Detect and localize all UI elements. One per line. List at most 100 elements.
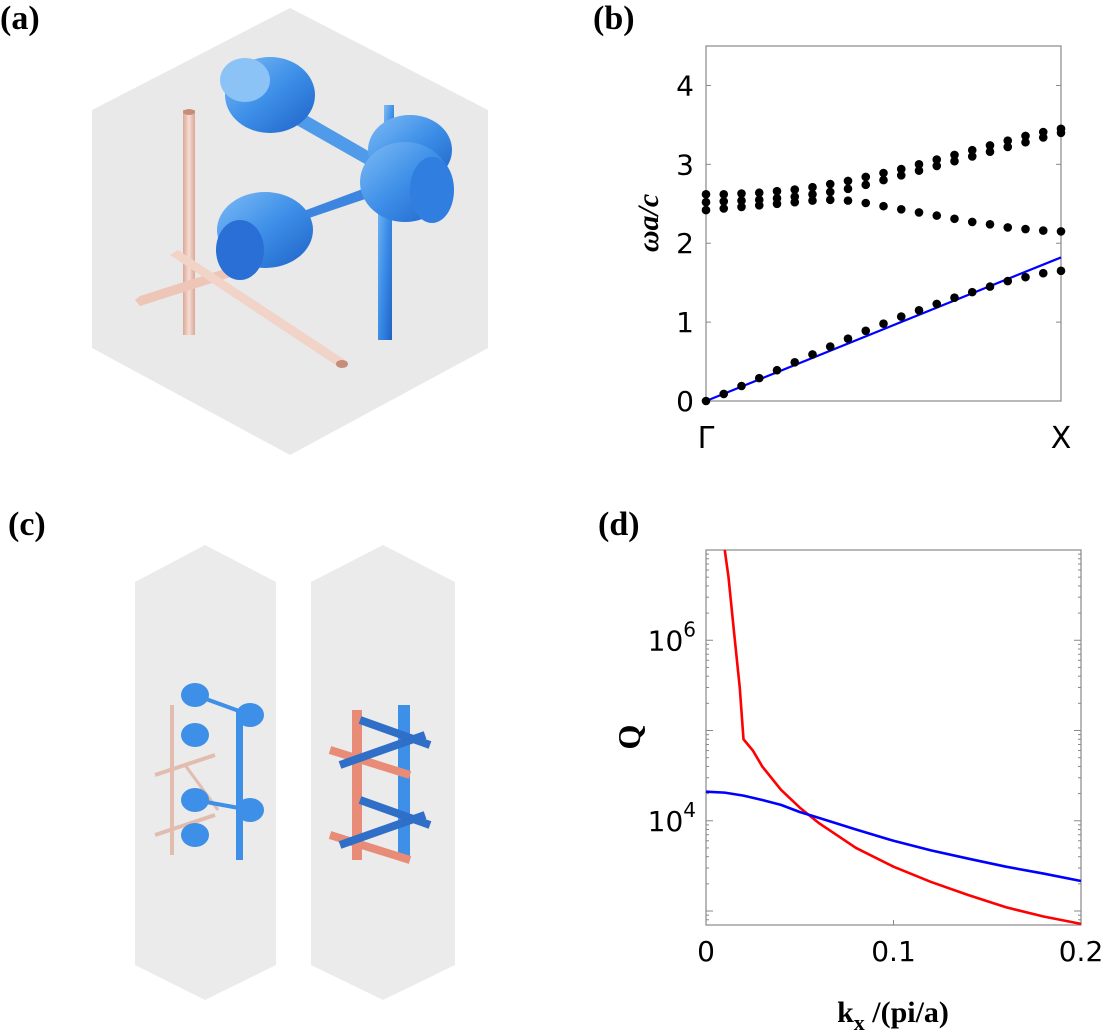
y-tick-label: 104 — [648, 798, 696, 838]
red-q-curve — [723, 549, 1082, 926]
band-4-point — [825, 179, 835, 189]
band-1-point — [772, 365, 782, 375]
band-3-point — [879, 175, 888, 185]
blue-resonator-structure — [216, 57, 454, 340]
band-3-point — [737, 196, 746, 205]
band-2-point — [861, 198, 871, 208]
band-2-point — [985, 219, 995, 229]
right-supercell-structure — [328, 705, 432, 864]
band-3-point — [1021, 137, 1030, 147]
x-tick-label: 0.2 — [1059, 935, 1104, 968]
light-line — [705, 256, 1062, 403]
band-4-point — [1038, 127, 1048, 137]
y-tick-label: 3 — [676, 148, 694, 181]
band-4-point — [843, 176, 853, 186]
band-1-point — [737, 381, 746, 391]
band-1-point — [861, 326, 871, 336]
band-2-point — [843, 196, 853, 205]
band-1-point — [932, 299, 942, 309]
band-1-point — [879, 319, 888, 328]
band-1-point — [950, 293, 959, 302]
band-4-point — [754, 188, 764, 198]
band-1-point — [825, 342, 835, 351]
band-3-point — [825, 187, 835, 197]
band-1-point — [701, 396, 711, 406]
panel-label-b: (b) — [593, 0, 635, 37]
y-tick-label: 0 — [676, 385, 694, 418]
band-3-point — [950, 156, 959, 166]
band-1-point — [790, 358, 800, 367]
x-tick-label-gamma: Γ — [698, 421, 715, 456]
band-4-point — [790, 185, 800, 194]
band-4-point — [701, 190, 711, 199]
band-4-point — [967, 145, 977, 155]
band-2-point — [950, 214, 959, 224]
band-1-point — [1038, 268, 1048, 278]
band-4-point — [950, 150, 959, 160]
panel-label-d: (d) — [598, 506, 640, 543]
band-4-point — [932, 155, 942, 164]
band-4-point — [808, 182, 817, 192]
band-2-point — [967, 217, 977, 227]
band-2-point — [737, 202, 746, 212]
band-3-point — [985, 147, 995, 157]
y-tick-label: 106 — [648, 617, 696, 657]
y-axis-label: ωa/c — [632, 194, 665, 252]
panel-label-c: (c) — [8, 506, 46, 543]
band-2-point — [719, 204, 729, 213]
y-tick-label: 4 — [676, 69, 694, 102]
band-2-point — [879, 201, 888, 211]
band-3-point — [701, 197, 711, 207]
right-supercell-box — [311, 545, 455, 1000]
band-2-point — [1038, 226, 1048, 235]
x-tick-label-x: X — [1051, 421, 1072, 456]
band-3-point — [932, 161, 942, 171]
band-3-point — [772, 193, 782, 203]
left-supercell-structure — [154, 683, 264, 860]
band-1-point — [914, 305, 924, 315]
band-3-point — [914, 166, 924, 175]
band-2-point — [914, 208, 924, 217]
y-tick-label: 1 — [676, 306, 694, 339]
blue-q-curve — [705, 790, 1082, 883]
band-4-point — [1021, 131, 1030, 141]
x-axis-label: kx /(pi/a) — [837, 996, 949, 1035]
band-3-point — [861, 180, 871, 190]
band-3-point — [754, 195, 764, 205]
band-4-point — [1003, 136, 1013, 145]
y-axis-label: Q — [611, 725, 647, 750]
band-4-point — [985, 141, 995, 150]
band-2-point — [1003, 223, 1013, 232]
band-2-point — [825, 195, 835, 205]
band-4-point — [879, 168, 888, 178]
band-1-point — [896, 312, 906, 321]
band-4-point — [719, 190, 729, 199]
band-3-point — [719, 197, 729, 206]
x-tick-label: 0 — [697, 935, 715, 968]
band-3-point — [967, 152, 977, 161]
band-3-point — [896, 171, 906, 180]
band-1-point — [808, 350, 817, 359]
band-1-point — [985, 282, 995, 291]
band-2-point — [1056, 227, 1066, 236]
band-1-point — [719, 389, 729, 399]
band-3-point — [808, 190, 817, 199]
band-1-point — [1003, 276, 1013, 286]
band-1-point — [843, 334, 853, 343]
unit-cell-illustration — [92, 8, 488, 455]
band-2-point — [1021, 224, 1030, 234]
band-1-point — [1056, 266, 1066, 276]
band-2-point — [808, 196, 817, 205]
band-3-point — [843, 184, 853, 194]
band-4-point — [914, 160, 924, 169]
band-1-point — [967, 287, 977, 297]
left-supercell-box — [135, 545, 276, 1000]
band-4-point — [1056, 124, 1066, 134]
band-4-point — [737, 189, 746, 198]
band-1-point — [754, 373, 764, 383]
band-1-point — [1021, 272, 1030, 282]
band-4-point — [896, 164, 906, 174]
band-4-point — [861, 172, 871, 182]
